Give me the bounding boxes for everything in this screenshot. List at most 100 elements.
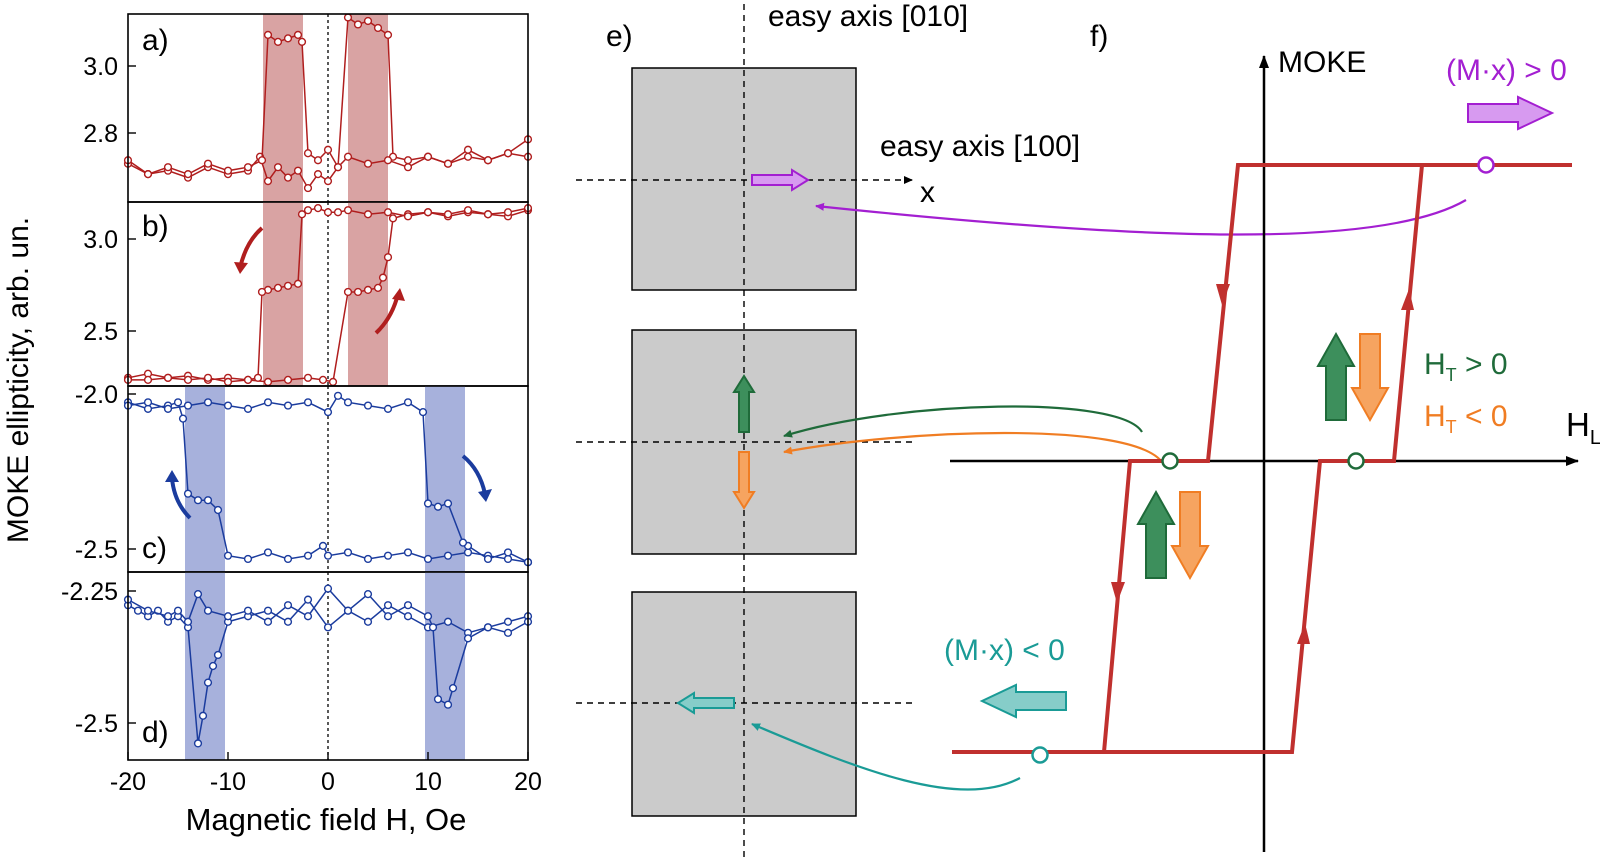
series-line bbox=[127, 16, 529, 190]
data-point bbox=[263, 377, 273, 387]
data-point bbox=[223, 377, 233, 387]
data-point bbox=[133, 606, 143, 615]
loop-arrow-up-lower bbox=[1297, 623, 1310, 644]
data-point bbox=[363, 285, 373, 295]
data-point bbox=[303, 398, 313, 407]
state-point-positive bbox=[1477, 156, 1495, 174]
magnetization-arrow-purple bbox=[751, 168, 810, 192]
panel-f: f) MOKE HL (M·x) > 0 (M·x) < 0 bbox=[944, 20, 1600, 852]
data-point bbox=[463, 634, 473, 643]
data-point bbox=[418, 408, 428, 417]
data-point bbox=[183, 617, 193, 626]
data-point bbox=[403, 398, 413, 407]
x-direction-label: x bbox=[920, 176, 935, 209]
data-point bbox=[313, 204, 323, 213]
data-point bbox=[483, 554, 493, 564]
data-point bbox=[383, 253, 393, 262]
data-point bbox=[333, 163, 343, 172]
data-point bbox=[283, 617, 293, 626]
highlight-band bbox=[425, 572, 465, 760]
data-point bbox=[273, 37, 283, 46]
data-point bbox=[173, 398, 183, 407]
data-point bbox=[253, 373, 263, 382]
data-point bbox=[448, 684, 458, 693]
data-point bbox=[353, 287, 363, 297]
panel-f-label: f) bbox=[1090, 20, 1108, 53]
data-point bbox=[283, 173, 293, 182]
easy-axis-100-label: easy axis [100] bbox=[880, 130, 1080, 163]
state-point-negative bbox=[1031, 746, 1049, 764]
state-point-zero-left bbox=[1161, 452, 1179, 470]
data-point bbox=[403, 612, 413, 621]
data-point bbox=[263, 398, 273, 407]
data-point bbox=[343, 548, 353, 557]
data-point bbox=[353, 20, 363, 29]
ht-negative-label-sub: T bbox=[1446, 417, 1457, 437]
data-point bbox=[143, 398, 153, 407]
panel-d: -2.5-2.25d) bbox=[61, 571, 533, 761]
data-point bbox=[213, 505, 223, 515]
data-point bbox=[363, 401, 373, 410]
data-point bbox=[333, 391, 343, 400]
data-point bbox=[363, 159, 373, 168]
y-axis-label: MOKE ellipticity, arb. un. bbox=[2, 217, 35, 543]
data-point bbox=[163, 163, 173, 172]
data-point bbox=[223, 551, 233, 560]
data-point bbox=[378, 273, 388, 282]
highlight-band bbox=[348, 14, 388, 202]
data-point bbox=[297, 37, 307, 46]
data-point bbox=[303, 595, 313, 604]
magnetization-arrow-green bbox=[732, 374, 756, 433]
data-point bbox=[243, 163, 253, 172]
data-point bbox=[183, 375, 193, 384]
data-point bbox=[503, 628, 513, 637]
data-point bbox=[243, 404, 253, 413]
series-line bbox=[127, 598, 529, 744]
data-point bbox=[403, 548, 413, 557]
y-tick-label: 2.5 bbox=[83, 318, 118, 346]
data-point bbox=[243, 606, 253, 615]
ht-positive-label-rel: > 0 bbox=[1457, 348, 1508, 381]
sweep-arrow-c-left-head bbox=[165, 470, 179, 482]
ht-negative-label-main: H bbox=[1424, 400, 1446, 433]
mx-positive-label: (M·x) > 0 bbox=[1446, 54, 1567, 87]
ht-positive-label: HT > 0 bbox=[1424, 348, 1508, 385]
data-point bbox=[293, 279, 303, 288]
data-point bbox=[443, 499, 453, 508]
loop-direction-arrows bbox=[1111, 284, 1414, 644]
data-point bbox=[443, 210, 453, 219]
x-axis-label: Magnetic field H, Oe bbox=[186, 802, 467, 837]
highlight-band bbox=[185, 386, 225, 572]
connector-orange bbox=[783, 431, 1163, 463]
data-point bbox=[343, 606, 353, 615]
data-point bbox=[273, 163, 283, 172]
sweep-arrow-c-right-head bbox=[478, 489, 492, 502]
data-point bbox=[163, 373, 173, 382]
data-point bbox=[333, 208, 343, 217]
data-point bbox=[223, 401, 233, 410]
data-point bbox=[373, 23, 383, 33]
ht-positive-arrow-left bbox=[1136, 489, 1176, 579]
data-point bbox=[458, 538, 468, 547]
data-point bbox=[143, 404, 153, 413]
x-tick-label: -10 bbox=[210, 768, 246, 796]
data-point bbox=[343, 398, 353, 407]
mx-negative-label: (M·x) < 0 bbox=[944, 634, 1065, 667]
data-point bbox=[163, 404, 173, 413]
data-point bbox=[143, 170, 153, 179]
data-point bbox=[303, 551, 313, 560]
data-point bbox=[318, 541, 328, 550]
data-point bbox=[323, 177, 333, 186]
data-point bbox=[163, 612, 173, 621]
highlight-band bbox=[425, 386, 465, 572]
data-point bbox=[403, 156, 413, 165]
data-point bbox=[423, 554, 433, 564]
moke-axis-label: MOKE bbox=[1278, 46, 1366, 79]
data-point bbox=[443, 159, 453, 168]
data-point bbox=[363, 617, 373, 626]
data-point bbox=[323, 623, 333, 632]
easy-axis-010-label: easy axis [010] bbox=[768, 0, 968, 33]
h-axis-label-main: H bbox=[1566, 406, 1590, 443]
